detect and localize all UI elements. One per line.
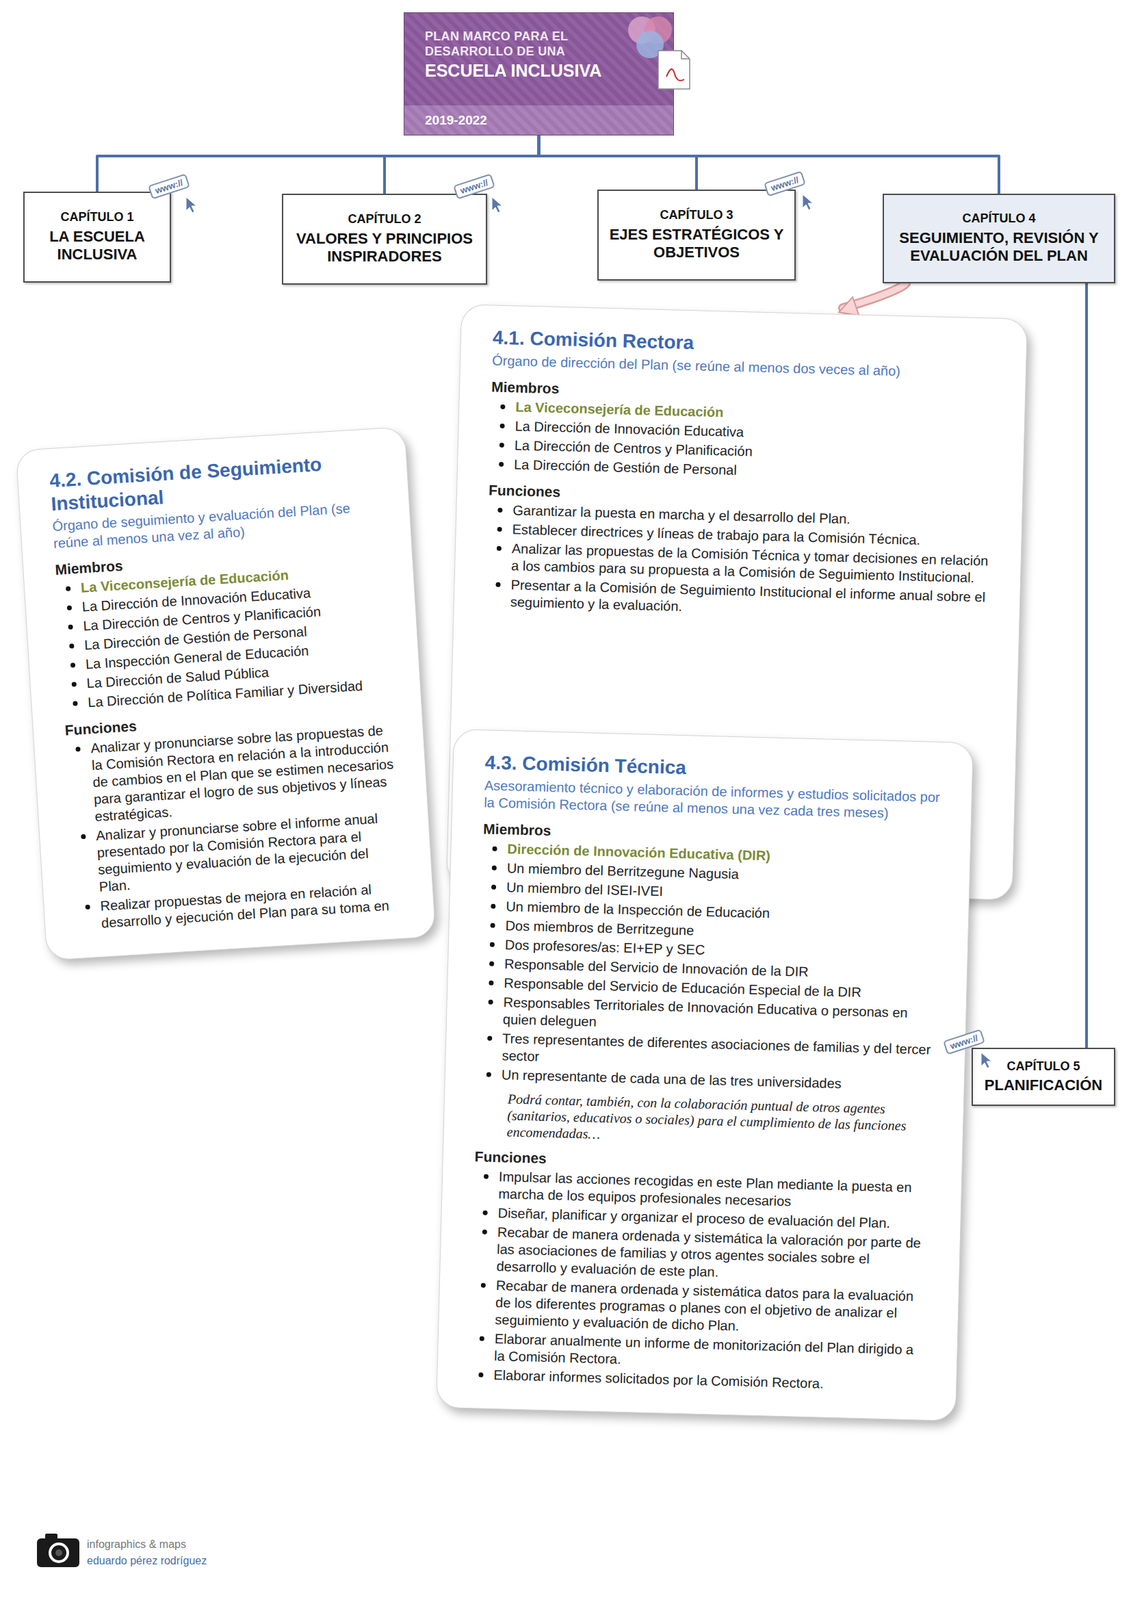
card-subtitle: Órgano de dirección del Plan (se reúne a… [491, 351, 996, 382]
connector [539, 135, 698, 190]
plan-cover: PLAN MARCO PARA EL DESARROLLO DE UNAESCU… [403, 12, 674, 136]
pdf-icon-label: PDF [667, 65, 689, 78]
cover-text: ESCUELA INCLUSIVA [424, 60, 656, 81]
chapter-title: LA ESCUELA INCLUSIVA [31, 227, 163, 265]
chapter-number: CAPÍTULO 1 [60, 210, 134, 226]
chapter-number: CAPÍTULO 2 [347, 212, 421, 228]
chapter-box: CAPÍTULO 5PLANIFICACIÓN [971, 1047, 1116, 1106]
connector [838, 283, 906, 316]
chapter-number: CAPÍTULO 5 [1006, 1059, 1080, 1075]
cover-text: 2019-2022 [424, 112, 656, 128]
chapter-box: CAPÍTULO 4 SEGUIMIENTO, REVISIÓN Y EVALUA… [882, 193, 1116, 284]
chapter-number: CAPÍTULO 4 [962, 211, 1036, 227]
watermark: infographics & maps [86, 1538, 187, 1551]
chapter-title: EJES ESTRATÉGICOS Y OBJETIVOS [605, 225, 788, 263]
card-subtitle: Asesoramiento técnico y elaboración de i… [483, 776, 942, 823]
list-item: Recabar de manera ordenada y sistemática… [494, 1276, 929, 1340]
chapter-title: PLANIFICACIÓN [984, 1076, 1103, 1095]
camera-icon [36, 1533, 80, 1567]
chapter-box: CAPÍTULO 3EJES ESTRATÉGICOS Y OBJETIVOS [597, 189, 796, 281]
chapter-title: SEGUIMIENTO, REVISIÓN Y EVALUACIÓN DEL P… [890, 229, 1108, 266]
chapter-number: CAPÍTULO 3 [659, 208, 733, 224]
watermark: eduardo pérez rodríguez [86, 1554, 207, 1567]
note-text: Podrá contar, también, con la colaboraci… [506, 1089, 913, 1150]
connector [1086, 283, 1088, 1048]
chapter-title: VALORES Y PRINCIPIOS INSPIRADORES [290, 229, 479, 267]
committee-card: 4.2. Comisión de Seguimiento Institucion… [15, 426, 437, 961]
cover-text: PLAN MARCO PARA EL DESARROLLO DE UNA [424, 29, 596, 59]
list-item: Elaborar informes solicitados por la Com… [493, 1366, 926, 1396]
chapter-box: CAPÍTULO 2VALORES Y PRINCIPIOS INSPIRADO… [281, 193, 488, 285]
list-item: Realizar propuestas de mejora en relació… [99, 879, 404, 932]
list-item: La Dirección de Gestión de Personal [513, 455, 993, 486]
list-item: Un representante de cada una de las tres… [501, 1066, 934, 1095]
connector-line [539, 135, 698, 190]
committee-card: 4.3. Comisión TécnicaAsesoramiento técni… [435, 728, 974, 1421]
chapter-box: CAPÍTULO 1LA ESCUELA INCLUSIVA [23, 191, 172, 283]
list-item: Recabar de manera ordenada y sistemática… [496, 1223, 930, 1287]
arrow-head [838, 296, 860, 316]
connector-line [1085, 283, 1088, 1048]
list-item: Analizar y pronunciarse sobre las propue… [90, 721, 398, 826]
